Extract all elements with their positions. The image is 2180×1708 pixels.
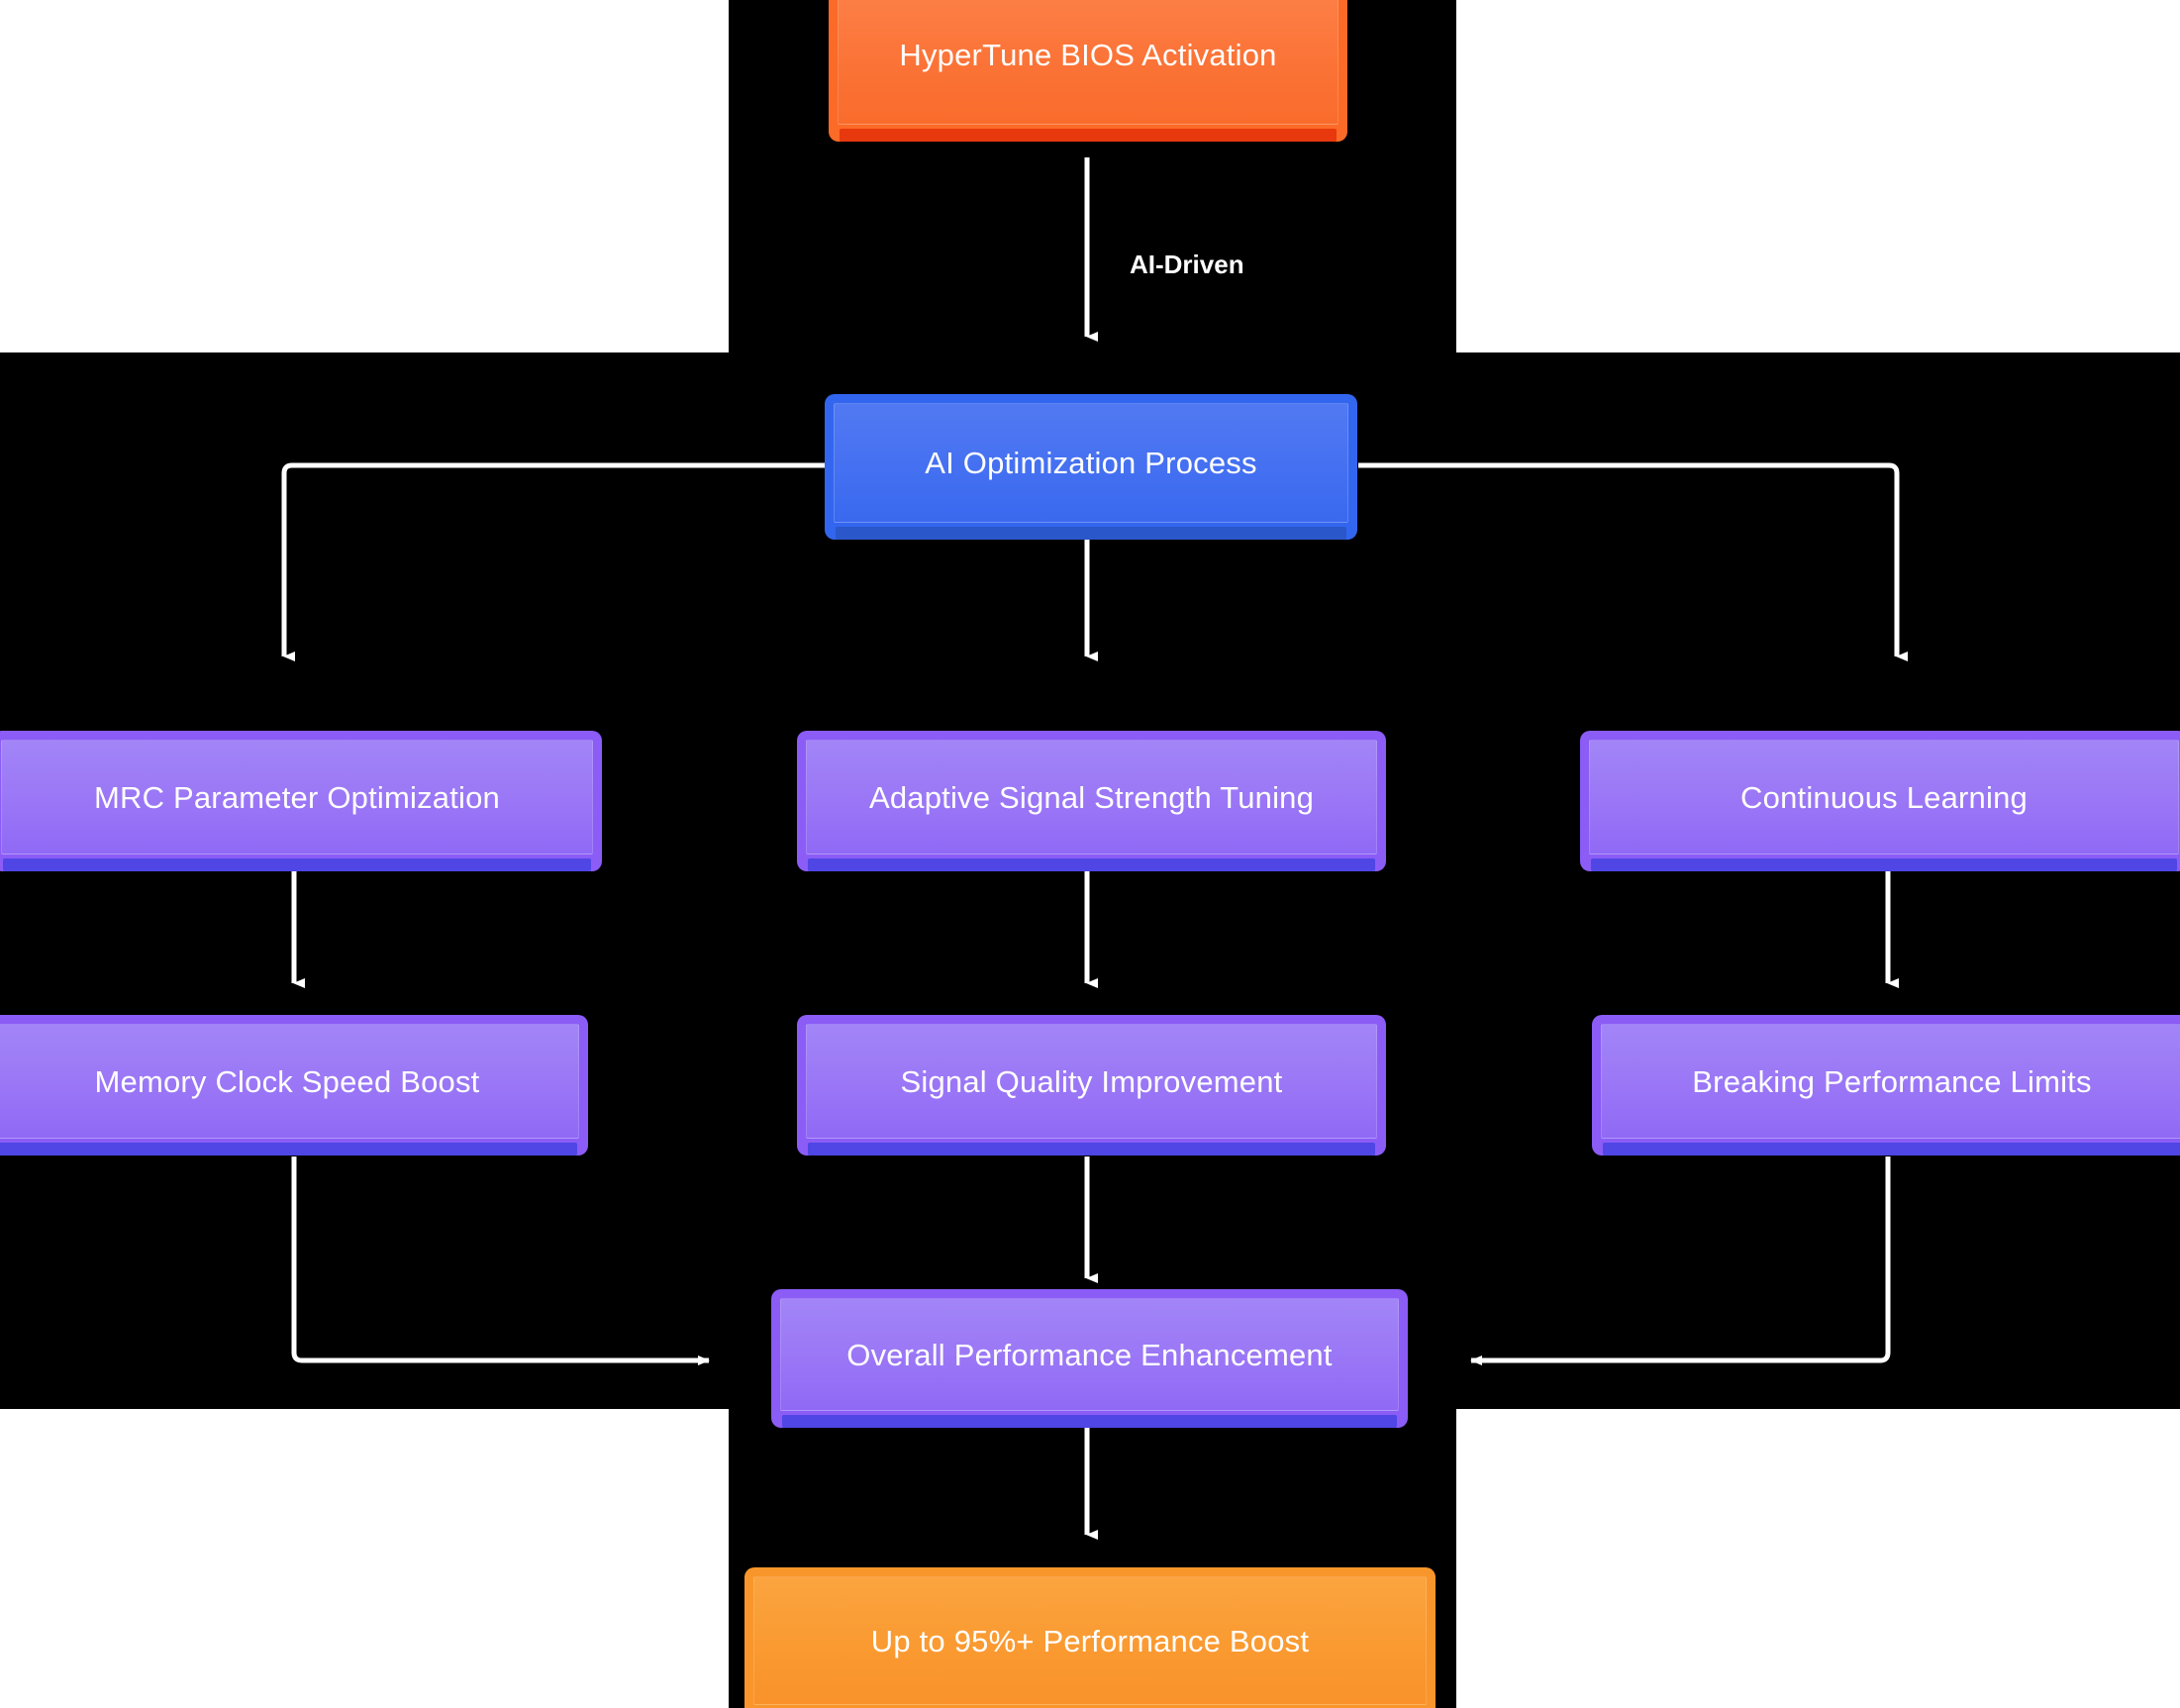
node-label: Up to 95%+ Performance Boost (870, 1623, 1310, 1658)
node-inner-panel: Continuous Learning (1589, 740, 2179, 854)
node-inner-panel: MRC Parameter Optimization (1, 740, 593, 854)
node-accent-bar (1591, 858, 2177, 871)
node-inner-panel: Up to 95%+ Performance Boost (753, 1576, 1427, 1705)
node-inner-panel: Adaptive Signal Strength Tuning (806, 740, 1377, 854)
node-inner-panel: AI Optimization Process (834, 403, 1348, 523)
node-label: MRC Parameter Optimization (93, 779, 501, 815)
node-accent-bar (840, 129, 1337, 142)
node-overall-performance-enhancement[interactable]: Overall Performance Enhancement (771, 1289, 1408, 1428)
node-inner-panel: HyperTune BIOS Activation (838, 0, 1338, 125)
node-accent-bar (0, 1143, 577, 1155)
node-label: Overall Performance Enhancement (846, 1337, 1333, 1372)
node-label: HyperTune BIOS Activation (899, 38, 1277, 72)
node-inner-panel: Overall Performance Enhancement (780, 1298, 1399, 1411)
node-mrc-parameter-optimization[interactable]: MRC Parameter Optimization (0, 731, 602, 871)
node-accent-bar (808, 1143, 1375, 1155)
node-label: Breaking Performance Limits (1692, 1063, 2092, 1099)
node-performance-boost-outcome[interactable]: Up to 95%+ Performance Boost (744, 1567, 1436, 1708)
node-label: Signal Quality Improvement (900, 1063, 1283, 1099)
node-inner-panel: Memory Clock Speed Boost (0, 1024, 579, 1139)
node-accent-bar (808, 858, 1375, 871)
node-breaking-performance-limits[interactable]: Breaking Performance Limits (1592, 1015, 2180, 1155)
node-ai-optimization-process[interactable]: AI Optimization Process (825, 394, 1357, 540)
node-accent-bar (836, 527, 1346, 540)
node-inner-panel: Breaking Performance Limits (1601, 1024, 2180, 1139)
node-accent-bar (782, 1415, 1397, 1428)
node-adaptive-signal-strength-tuning[interactable]: Adaptive Signal Strength Tuning (797, 731, 1386, 871)
node-label: Adaptive Signal Strength Tuning (868, 779, 1315, 815)
edge-label-ai-driven: AI-Driven (1130, 250, 1244, 279)
node-memory-clock-speed-boost[interactable]: Memory Clock Speed Boost (0, 1015, 588, 1155)
node-label: AI Optimization Process (925, 446, 1257, 480)
node-accent-bar (3, 858, 591, 871)
node-hypertune-bios-activation[interactable]: HyperTune BIOS Activation (829, 0, 1347, 142)
node-label: Memory Clock Speed Boost (94, 1063, 480, 1099)
node-signal-quality-improvement[interactable]: Signal Quality Improvement (797, 1015, 1386, 1155)
node-label: Continuous Learning (1740, 779, 2028, 815)
node-accent-bar (1603, 1143, 2180, 1155)
node-continuous-learning[interactable]: Continuous Learning (1580, 731, 2180, 871)
node-inner-panel: Signal Quality Improvement (806, 1024, 1377, 1139)
